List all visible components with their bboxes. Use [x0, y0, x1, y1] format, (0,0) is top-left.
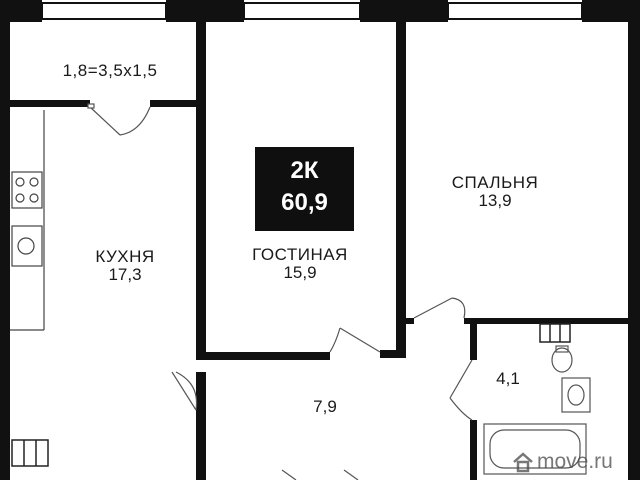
sink-icon — [11, 225, 43, 267]
radiator — [11, 439, 49, 467]
apartment-type: 2К — [290, 157, 319, 184]
watermark: move.ru — [512, 448, 613, 476]
bedroom-name: СПАЛЬНЯ — [451, 173, 539, 192]
stove-icon — [11, 171, 43, 209]
watermark-text: move.ru — [537, 450, 613, 473]
kitchen-label: КУХНЯ 17,3 — [70, 248, 180, 284]
bathroom-fixtures — [483, 345, 591, 475]
kitchen-name: КУХНЯ — [95, 247, 155, 266]
bathroom-label: 4,1 — [486, 370, 530, 388]
door-swings — [87, 103, 473, 480]
interior-walls — [10, 22, 628, 480]
total-area: 60,9 — [281, 189, 328, 216]
living-room-area: 15,9 — [283, 262, 317, 282]
toilet-icon — [551, 347, 573, 373]
kitchen-counter — [10, 110, 45, 331]
bedroom-area: 13,9 — [478, 190, 512, 210]
hall-area: 7,9 — [313, 397, 337, 416]
living-room-label: ГОСТИНАЯ 15,9 — [230, 246, 370, 282]
radiator-bathroom — [539, 323, 571, 343]
kitchen-area: 17,3 — [108, 264, 142, 284]
bathroom-area: 4,1 — [496, 369, 520, 388]
house-logo-icon — [513, 452, 533, 473]
living-room-name: ГОСТИНАЯ — [252, 245, 348, 264]
windows — [41, 2, 583, 20]
bedroom-label: СПАЛЬНЯ 13,9 — [430, 174, 560, 210]
bathtub-icon — [483, 423, 587, 475]
hall-label: 7,9 — [290, 398, 360, 416]
balcony-label: 1,8=3,5x1,5 — [62, 61, 158, 80]
apartment-badge: 2К 60,9 — [255, 147, 354, 231]
washbasin-icon — [561, 377, 591, 413]
